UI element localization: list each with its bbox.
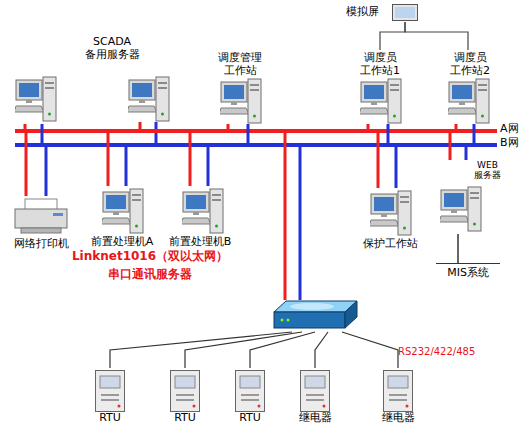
- workstation-icon: [369, 191, 411, 235]
- rtu-icon: [236, 371, 265, 412]
- network-printer: 网络打印机: [8, 196, 74, 252]
- server-icon: [127, 77, 169, 121]
- mimic-screen-icon: [393, 5, 418, 21]
- mis-system: MIS系统: [436, 263, 500, 283]
- printer-icon: [15, 199, 67, 233]
- relay-unit: 继电器: [293, 368, 337, 428]
- rtu-icon: [171, 371, 200, 412]
- node-label: 调度员 工作站1: [360, 52, 400, 77]
- web-server-icon: [439, 187, 481, 231]
- network-cable: [465, 147, 468, 160]
- node-label: 模拟屏: [346, 6, 379, 19]
- rtu-icon: [96, 371, 125, 412]
- workstation: 调度管理 工作站: [210, 50, 270, 124]
- network-cable: [395, 147, 398, 188]
- network-cable: [189, 133, 192, 186]
- network-cable: [107, 133, 110, 186]
- network-cable: [377, 133, 380, 188]
- network-cable: [449, 133, 452, 160]
- processor-icon: [181, 189, 223, 233]
- node-label: 前置处理机A: [91, 236, 154, 249]
- network-cable: [41, 124, 44, 143]
- network-cable: [380, 22, 405, 50]
- network-cable: [185, 332, 302, 368]
- network-cable: [342, 332, 398, 368]
- relay-icon: [384, 371, 413, 412]
- network-cable: [250, 332, 315, 368]
- workstation-icon: [447, 79, 489, 123]
- node-label: RTU: [239, 412, 261, 425]
- network-bus: A网: [15, 129, 497, 133]
- network-cable: [125, 147, 128, 186]
- network-drop: [155, 122, 158, 145]
- mimic-screen: 模拟屏: [392, 4, 418, 22]
- node-label: B网: [500, 137, 519, 150]
- node-label: 继电器: [299, 412, 332, 425]
- workstation-icon: [359, 79, 401, 123]
- serial-device-server: Linknet1016（双以太网）串口通讯服务器: [272, 300, 358, 332]
- node-label: 前置处理机B: [169, 236, 232, 249]
- relay-unit: 继电器: [376, 368, 420, 428]
- server-group: SCADA 备用服务器: [10, 36, 182, 124]
- network-cable: [387, 124, 390, 143]
- network-cable: [473, 124, 476, 143]
- network-cable: [227, 124, 230, 129]
- node-label: RTU: [99, 412, 121, 425]
- network-bus: B网: [15, 143, 497, 147]
- front-end-processor: 前置处理机B: [172, 186, 232, 252]
- network-cable: [110, 332, 292, 368]
- node-label: Linknet1016（双以太网）: [72, 250, 228, 264]
- interface-note: RS232/422/485: [398, 346, 475, 358]
- web-server: WEB 服务器: [436, 160, 496, 234]
- node-label: MIS系统: [447, 267, 489, 280]
- node-label: 保护工作站: [363, 238, 418, 251]
- network-cable: [207, 147, 210, 186]
- node-label: RTU: [174, 412, 196, 425]
- node-label: 调度员 工作站2: [450, 52, 490, 77]
- protection-workstation: 保护工作站: [360, 188, 420, 254]
- relay-icon: [301, 371, 330, 412]
- server-icon: [14, 77, 56, 121]
- rtu-unit: RTU: [88, 368, 132, 428]
- network-cable: [367, 124, 370, 129]
- node-label: SCADA 备用服务器: [85, 36, 140, 61]
- processor-icon: [101, 189, 143, 233]
- network-cable: [45, 147, 48, 196]
- network-cable: [284, 133, 287, 300]
- network-cable: [25, 133, 28, 196]
- node-label: 网络打印机: [14, 238, 69, 251]
- network-cable: [315, 332, 328, 368]
- workstation-icon: [219, 79, 261, 123]
- network-cable: [455, 124, 458, 129]
- front-end-processor: 前置处理机A: [92, 186, 152, 252]
- node-label: WEB 服务器: [474, 160, 501, 181]
- network-cable: [457, 234, 459, 263]
- network-cable: [24, 124, 27, 129]
- network-cable: [405, 22, 468, 50]
- network-cable: [247, 124, 250, 143]
- network-cable: [299, 147, 302, 300]
- serial-server-icon: [274, 301, 357, 328]
- node-label: 调度管理 工作站: [218, 52, 262, 77]
- rtu-unit: RTU: [163, 368, 207, 428]
- node-label: A网: [500, 123, 519, 136]
- node-label: 继电器: [382, 412, 415, 425]
- rtu-unit: RTU: [228, 368, 272, 428]
- node-sublabel: 串口通讯服务器: [108, 268, 192, 282]
- workstation: 调度员 工作站1: [350, 50, 410, 124]
- workstation: 调度员 工作站2: [438, 50, 498, 124]
